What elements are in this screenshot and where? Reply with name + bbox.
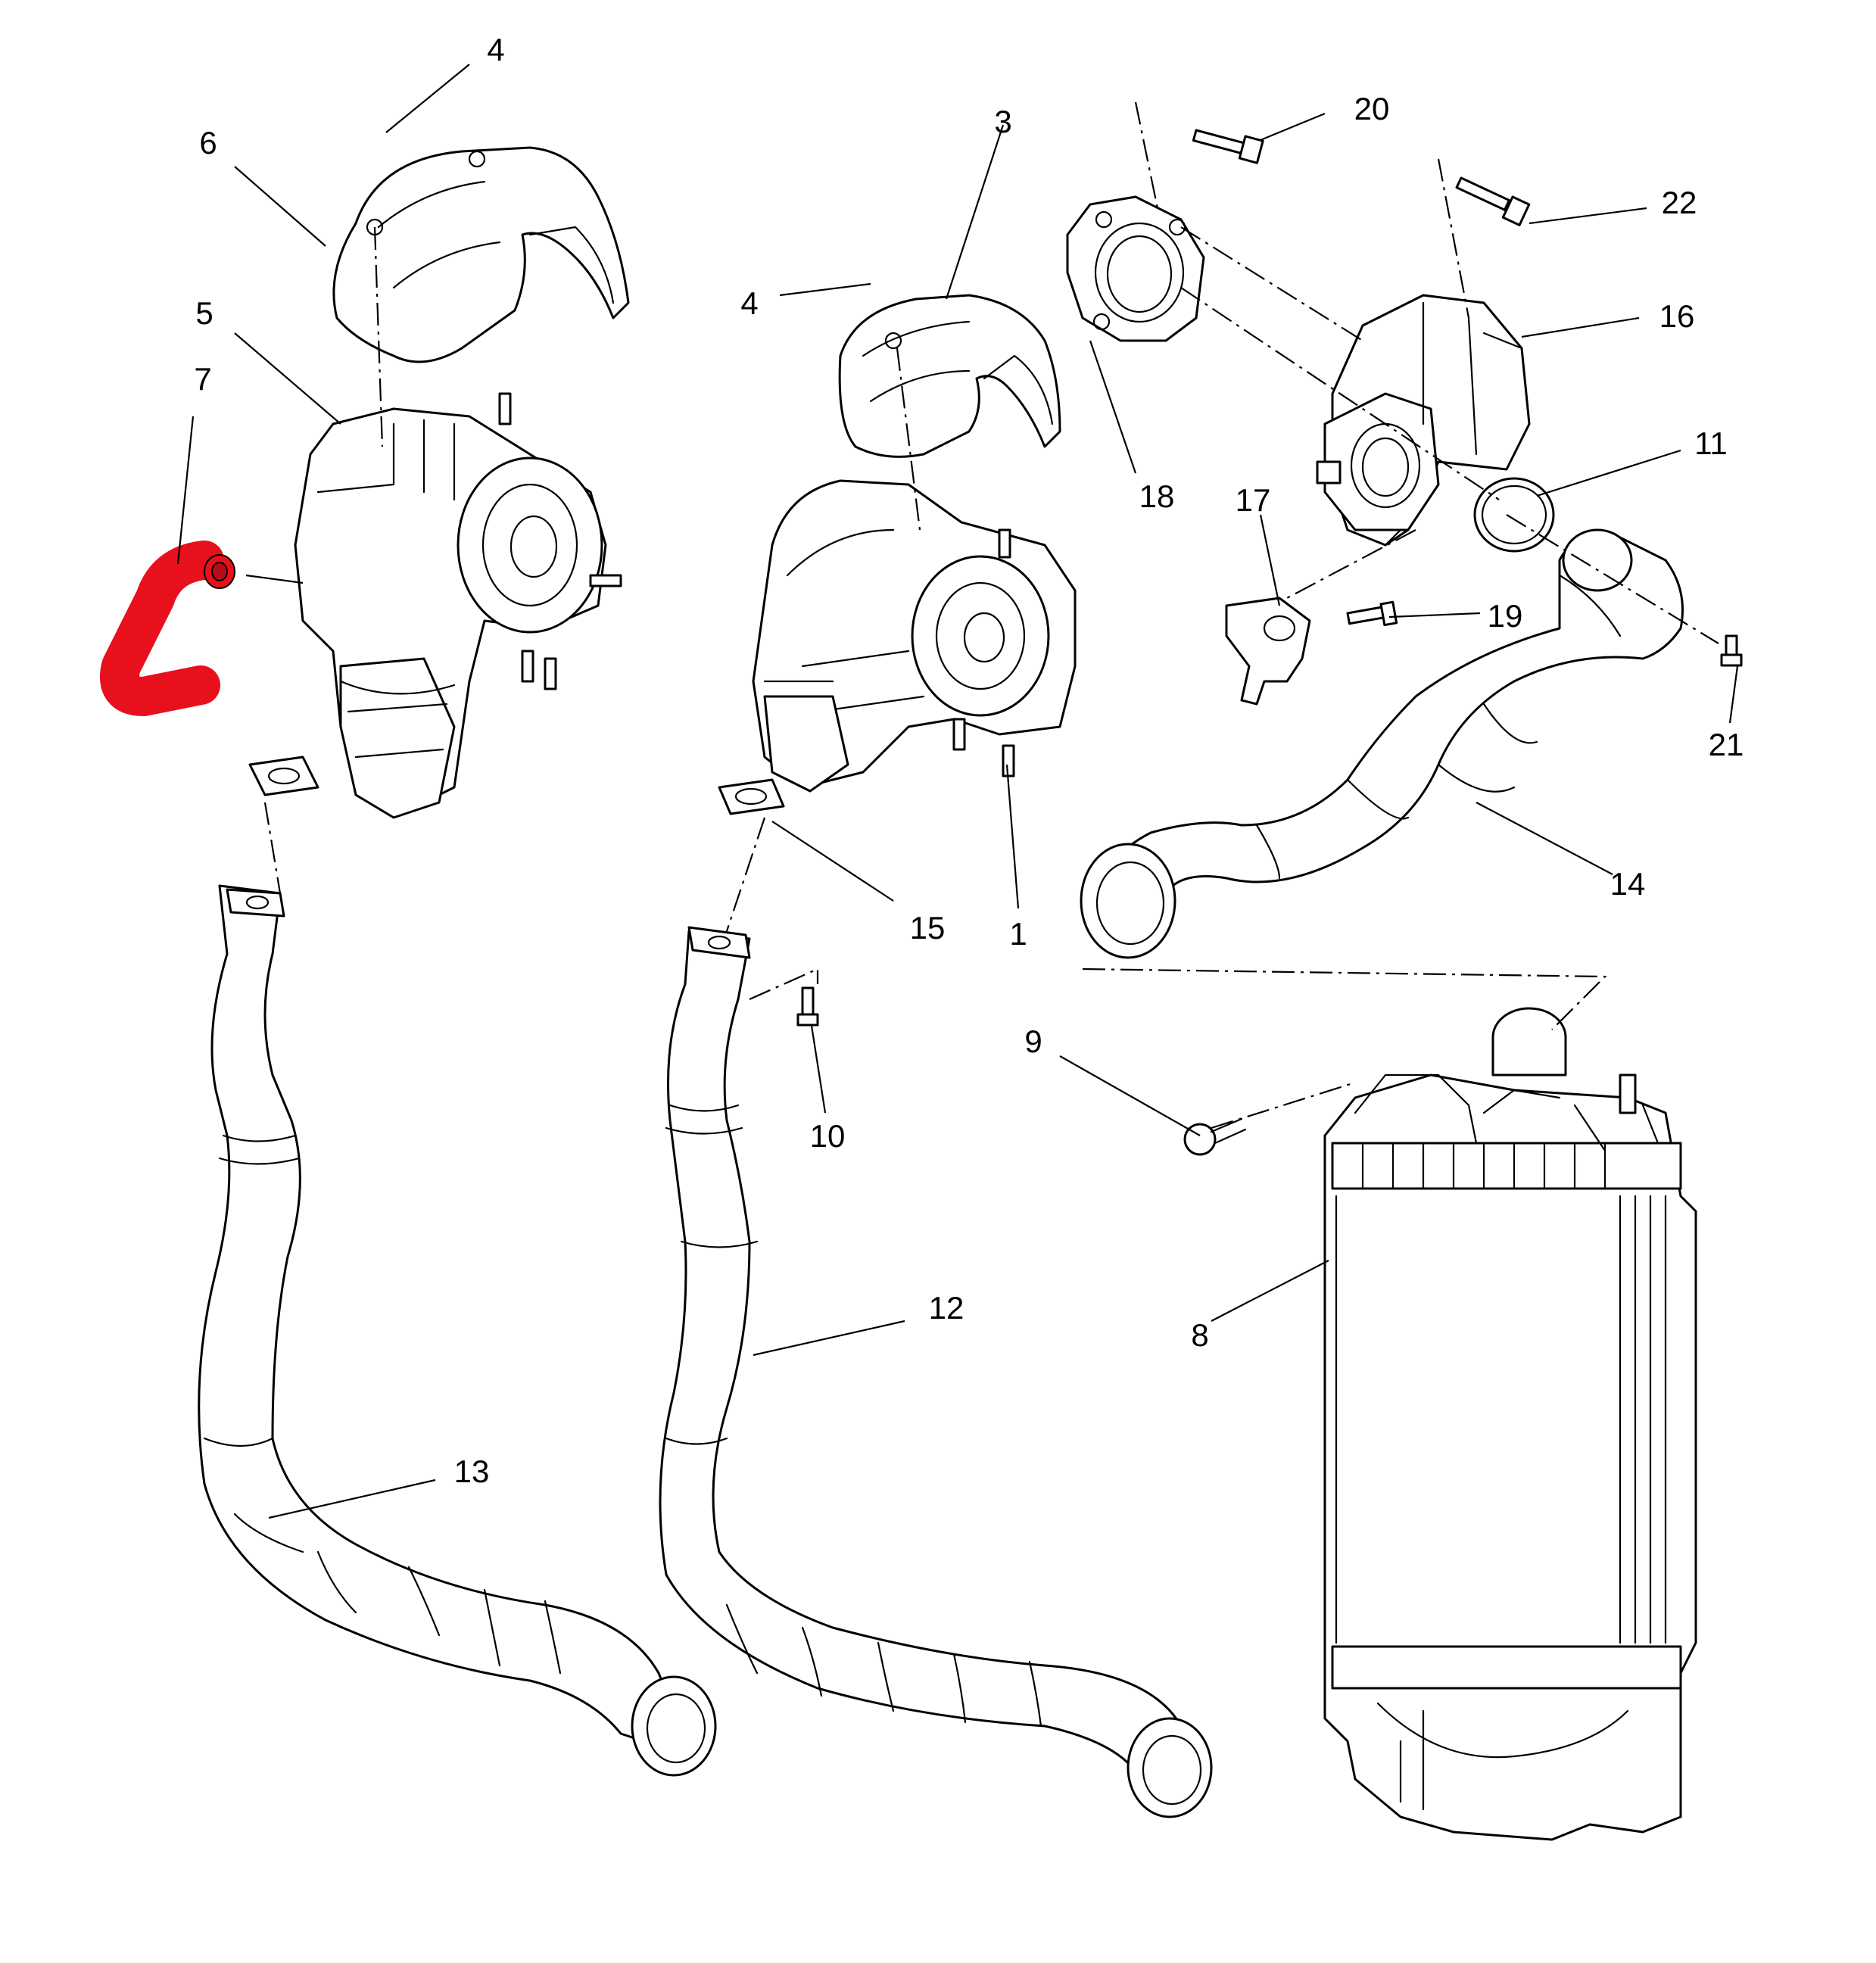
callout-7: 7 — [194, 361, 211, 397]
callout-13: 13 — [454, 1454, 490, 1489]
heat-shield-part-6[interactable] — [332, 146, 630, 363]
callout-1: 1 — [1009, 916, 1027, 952]
gasket-part-15[interactable] — [718, 778, 785, 815]
bolt-part-22[interactable] — [1455, 176, 1531, 226]
gasket-left[interactable] — [248, 756, 319, 796]
callout-5: 5 — [195, 295, 213, 331]
hose-part-7-highlighted[interactable] — [100, 541, 235, 716]
heat-shield-part-3[interactable] — [838, 294, 1061, 458]
callout-18: 18 — [1139, 478, 1175, 514]
adapter-flange-part-18[interactable] — [1066, 195, 1205, 342]
callout-10: 10 — [810, 1118, 846, 1154]
outlet-hose-part-14[interactable] — [1080, 528, 1684, 959]
bolt-part-21[interactable] — [1720, 634, 1743, 667]
callout-22: 22 — [1662, 185, 1697, 220]
alignment-lines — [263, 101, 1719, 1130]
callout-labels: 1 3 4 4 5 6 7 8 9 10 11 12 13 14 15 16 1… — [194, 32, 1744, 1489]
callout-14: 14 — [1610, 866, 1646, 902]
callout-17: 17 — [1236, 482, 1271, 518]
charge-air-pipe-part-12[interactable] — [659, 926, 1213, 1818]
screw-part-9[interactable] — [1183, 1117, 1247, 1156]
callout-9: 9 — [1024, 1024, 1042, 1059]
callout-16: 16 — [1659, 298, 1695, 334]
callout-19: 19 — [1488, 598, 1523, 634]
bracket-part-17[interactable] — [1225, 597, 1311, 706]
callout-11: 11 — [1694, 425, 1728, 461]
callout-21: 21 — [1709, 727, 1744, 762]
o-ring-part-11[interactable] — [1473, 477, 1555, 553]
callout-6: 6 — [199, 125, 217, 160]
turbocharger-part-1[interactable] — [752, 479, 1077, 793]
callout-15: 15 — [910, 910, 946, 946]
callout-3: 3 — [994, 104, 1011, 139]
callout-20: 20 — [1354, 91, 1390, 126]
bolt-part-20[interactable] — [1192, 129, 1264, 164]
callout-12: 12 — [929, 1290, 964, 1326]
turbocharger-part-5[interactable] — [294, 392, 622, 819]
charge-air-pipe-part-13[interactable] — [198, 884, 717, 1777]
intercooler-part-8[interactable] — [1323, 1007, 1697, 1841]
leader-lines — [176, 64, 1739, 1519]
callout-8: 8 — [1191, 1317, 1208, 1353]
bolt-part-19[interactable] — [1346, 600, 1398, 627]
callout-4-left: 4 — [487, 32, 504, 67]
callout-4-middle: 4 — [740, 285, 758, 321]
bolt-part-10[interactable] — [796, 986, 819, 1027]
